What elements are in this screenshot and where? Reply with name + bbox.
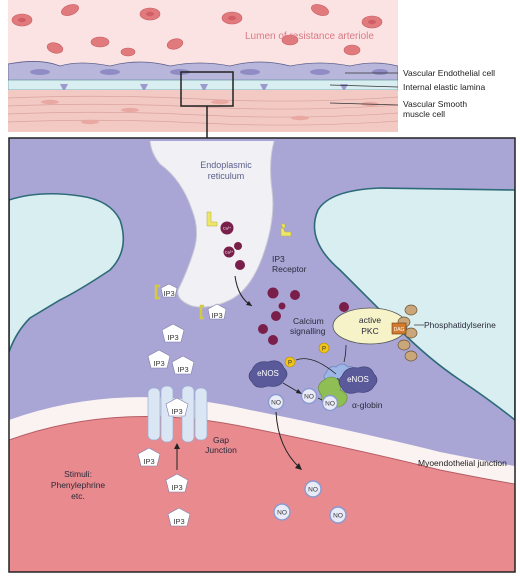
no-smc-2: NO (273, 503, 291, 521)
ip3-smc-2-label: IP3 (171, 483, 182, 492)
ip3-smc-3-label: IP3 (173, 517, 184, 526)
no-smc-1: NO (304, 480, 322, 498)
akt-enos-arrow (295, 358, 337, 375)
pkc-akt-arrow (343, 344, 347, 363)
smooth-muscle-nuclei (41, 99, 379, 125)
bound-ip3-center: IP3 (199, 303, 227, 320)
ip3-free-2-label: IP3 (153, 359, 164, 368)
stimuli-label-2: Phenylephrine (51, 480, 106, 490)
enos-right-shape (338, 366, 378, 394)
dag-label: DAG (394, 327, 405, 333)
svg-text:NO: NO (325, 401, 335, 408)
ip3-free-1: IP3 (161, 323, 185, 343)
er-label-2: reticulum (208, 171, 245, 181)
svg-text:NO: NO (277, 510, 287, 517)
ip3-receptor-label-1: IP3 (272, 254, 285, 264)
gap-ip3-label: IP3 (171, 407, 182, 416)
calcium-label-2: signalling (290, 326, 326, 336)
ip3-receptor-left (206, 211, 218, 227)
vessel-cross-section: Lumen of resistance arteriole (8, 0, 398, 132)
ip3-smc-1-label: IP3 (143, 457, 154, 466)
phosphate-1: P (318, 342, 330, 354)
no-ec-3: NO (321, 394, 339, 412)
top-legend (329, 72, 399, 106)
enos-left-label: eNOS (257, 369, 279, 378)
dag-box (391, 322, 407, 335)
calcium-label-1: Calcium (293, 316, 324, 326)
ip3-free-1-label: IP3 (167, 333, 178, 342)
pkc-label-1: active (359, 315, 381, 325)
detail-panel (9, 141, 515, 572)
lamina-left (9, 192, 125, 353)
no-globin-arrow (317, 397, 323, 401)
smooth-muscle-label-1: Vascular Smooth (403, 99, 467, 109)
er-ca-2: Ca²⁺ (225, 250, 234, 255)
smooth-muscle-layer (8, 90, 398, 132)
lamina-right (313, 187, 515, 422)
no-diffusion-arrowhead (295, 463, 302, 470)
no-ec-1: NO (267, 393, 285, 411)
enos-right-label: eNOS (347, 375, 369, 384)
svg-text:P: P (288, 361, 292, 367)
ip3-receptor-label-2: Receptor (272, 264, 307, 274)
endothelial-label: Vascular Endothelial cell (403, 68, 495, 78)
bound-ip3-left-label: IP3 (163, 289, 174, 298)
ip3-free-3: IP3 (171, 355, 195, 375)
enos-left: eNOS (248, 360, 288, 388)
endothelial-nuclei (30, 69, 388, 75)
er-label-1: Endoplasmic (200, 160, 252, 170)
gap-junction-channel: IP3 (147, 385, 208, 443)
lumen-label: Lumen of resistance arteriole (245, 31, 374, 42)
svg-text:NO: NO (308, 487, 318, 494)
stimuli-label-3: etc. (71, 491, 85, 501)
svg-text:P: P (322, 347, 326, 353)
phosphatidylserine-lipids (397, 304, 418, 362)
er-ca-1: Ca²⁺ (223, 226, 232, 231)
bound-ip3-center-label: IP3 (211, 311, 222, 320)
svg-text:NO: NO (271, 400, 281, 407)
enos-no-arrowhead (296, 389, 302, 394)
rbc-centers (18, 11, 376, 25)
ip3-up-arrowhead (174, 443, 180, 449)
myoendothelial-label: Myoendothelial junction (418, 458, 507, 468)
calcium-release-arrowhead (246, 301, 252, 306)
no-ec-2: NO (300, 387, 318, 405)
svg-text:NO: NO (304, 394, 314, 401)
smooth-muscle-cell (9, 416, 515, 572)
gap-junction-label-2: Junction (205, 445, 237, 455)
ip3-smc-3: IP3 (167, 507, 191, 527)
detail-frame (8, 137, 516, 573)
phosphate-2: P (284, 356, 296, 368)
er-calcium (220, 221, 245, 270)
svg-text:NO: NO (333, 513, 343, 520)
ip3-smc-2: IP3 (165, 473, 189, 493)
gap-junction-label-1: Gap (213, 435, 229, 445)
stimuli-label-1: Stimuli: (64, 469, 92, 479)
ip3-free-3-label: IP3 (177, 365, 188, 374)
pkc-label-2: PKC (361, 326, 378, 336)
cytoplasm-calcium (258, 287, 349, 345)
alpha-globin-label: α-globin (352, 400, 383, 410)
endothelial-projections (60, 84, 348, 92)
phosphatidylserine-label: Phosphatidylserine (424, 320, 496, 330)
bound-ip3-left: IP3 (154, 283, 178, 300)
smooth-muscle-label-2: muscle cell (403, 109, 445, 119)
ip3-free-2: IP3 (147, 349, 171, 369)
ip3-receptor-right (280, 223, 292, 237)
no-diffusion-arrow (275, 411, 301, 469)
no-smc-3: NO (329, 506, 347, 524)
lamina-label: Internal elastic lamina (403, 82, 485, 92)
ip3-smc-1: IP3 (137, 447, 161, 467)
smooth-muscle-fibers (8, 95, 398, 126)
